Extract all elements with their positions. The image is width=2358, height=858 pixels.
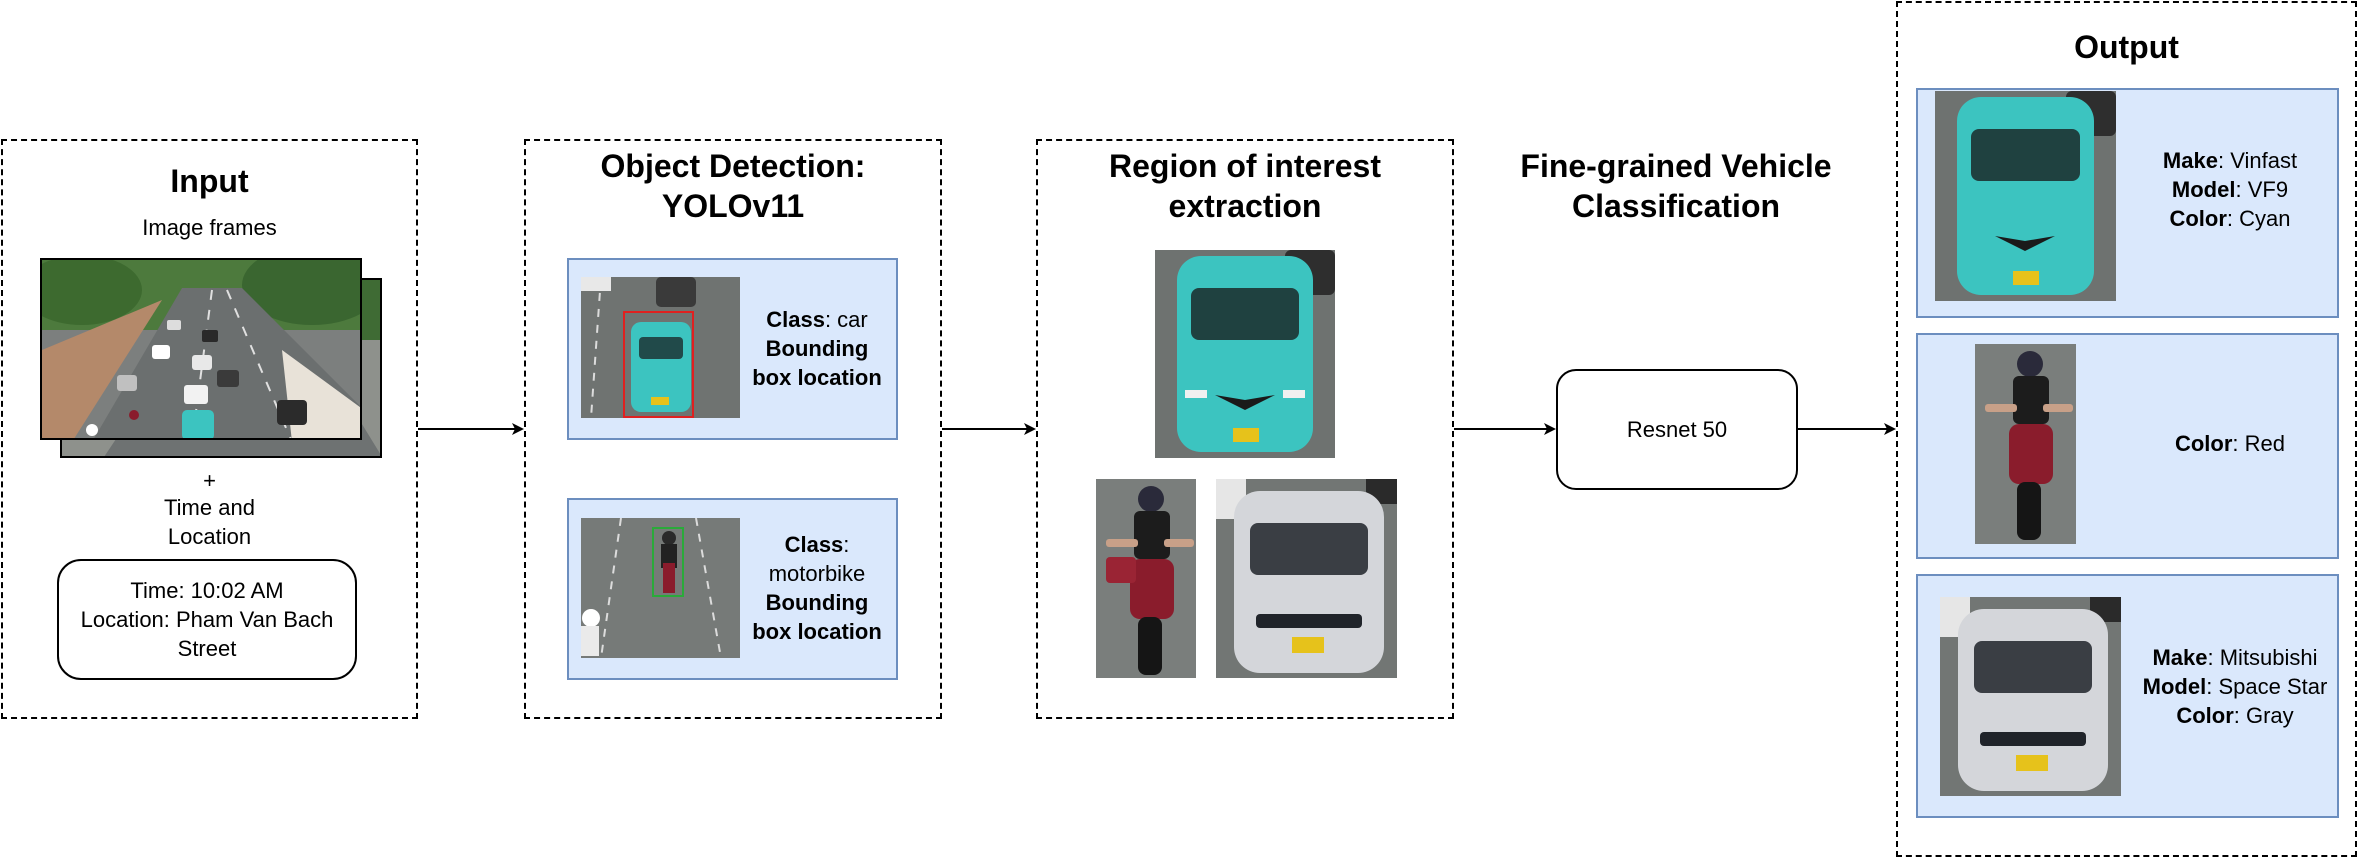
- input-title: Input: [170, 163, 249, 199]
- roi-gray-car-image: [1216, 479, 1397, 678]
- location-text: Location: Pham Van Bach: [80, 607, 334, 632]
- roi-title: Region of interest extraction: [1036, 146, 1454, 226]
- car-detection-image: [581, 277, 740, 418]
- make-key-3: Make: [2152, 645, 2208, 670]
- time-location-box: Time: 10:02 AM Location: Pham Van Bach S…: [57, 559, 357, 680]
- detection-title: Object Detection: YOLOv11: [524, 146, 942, 226]
- color-value: : Cyan: [2226, 206, 2291, 231]
- classification-title-line-2: Classification: [1571, 188, 1781, 224]
- resnet-model-box: Resnet 50: [1556, 369, 1798, 490]
- plus-sign: +: [203, 468, 216, 493]
- class-value-motorbike: motorbike: [768, 561, 866, 586]
- bbox-label-line-1: Bounding: [765, 336, 869, 361]
- location-text-cont: Street: [177, 636, 237, 661]
- bbox-label-line-2: box location: [752, 365, 882, 390]
- roi-motorbike-image: [1096, 479, 1196, 678]
- model-value-3: : Space Star: [2206, 674, 2328, 699]
- output-title: Output: [2074, 29, 2179, 65]
- output-gray-car-label: Make: Mitsubishi Model: Space Star Color…: [2124, 643, 2346, 730]
- model-value: : VF9: [2235, 177, 2289, 202]
- roi-cyan-car-image: [1155, 250, 1335, 458]
- output-gray-car-image: [1940, 597, 2121, 796]
- time-text: Time: 10:02 AM: [130, 578, 284, 603]
- model-key-3: Model: [2142, 674, 2207, 699]
- output-cyan-car-label: Make: Vinfast Model: VF9 Color: Cyan: [2130, 146, 2330, 233]
- make-value-3: : Mitsubishi: [2207, 645, 2318, 670]
- detection-title-line-1: Object Detection:: [600, 148, 866, 184]
- motorbike-detection-image: [581, 518, 740, 658]
- class-value-colon: :: [843, 532, 850, 557]
- time-location-line-2: Location: [167, 524, 252, 549]
- color-key: Color: [2169, 206, 2227, 231]
- class-key-2: Class: [784, 532, 844, 557]
- input-subtitle: Image frames: [142, 215, 277, 240]
- make-key: Make: [2162, 148, 2218, 173]
- make-value: : Vinfast: [2217, 148, 2298, 173]
- output-motorbike-image: [1975, 344, 2076, 544]
- classification-title-line-1: Fine-grained Vehicle: [1520, 148, 1832, 184]
- time-location-label: Time and Location: [1, 493, 418, 551]
- color-key-3: Color: [2176, 703, 2234, 728]
- time-location-line-1: Time and: [164, 495, 255, 520]
- output-cyan-car-image: [1935, 91, 2116, 301]
- roi-title-line-2: extraction: [1168, 188, 1322, 224]
- color-value-2: : Red: [2232, 431, 2286, 456]
- bbox-label-line-1b: Bounding: [765, 590, 869, 615]
- color-value-3: : Gray: [2233, 703, 2294, 728]
- bbox-label-line-2b: box location: [752, 619, 882, 644]
- class-key: Class: [766, 307, 825, 332]
- model-key: Model: [2171, 177, 2236, 202]
- detection-title-line-2: YOLOv11: [661, 188, 805, 224]
- color-key-2: Color: [2174, 431, 2233, 456]
- classification-title: Fine-grained Vehicle Classification: [1480, 146, 1872, 226]
- roi-title-line-1: Region of interest: [1108, 148, 1381, 184]
- traffic-image-frame: [40, 258, 362, 440]
- motorbike-detection-label: Class: motorbike Bounding box location: [742, 530, 892, 646]
- car-detection-label: Class: car Bounding box location: [742, 305, 892, 392]
- class-value-car: : car: [824, 307, 868, 332]
- output-motorbike-label: Color: Red: [2130, 429, 2330, 458]
